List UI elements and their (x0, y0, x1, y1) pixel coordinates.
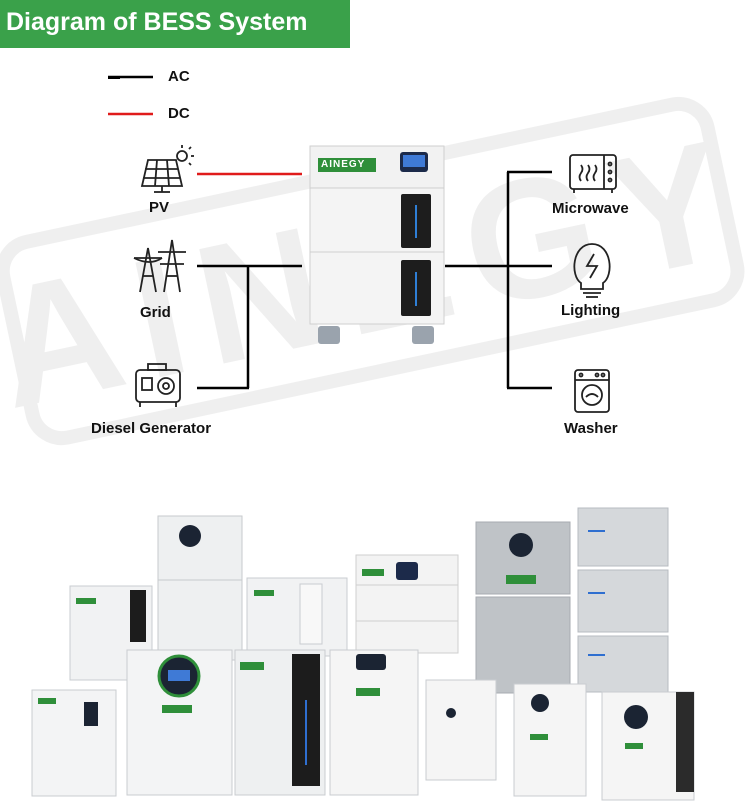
power-tower-icon (133, 239, 186, 293)
product-lineup-illustration (31, 507, 695, 801)
page-title: Diagram of BESS System (6, 8, 308, 36)
title-banner: Diagram of BESS System (0, 0, 350, 48)
generator-icon (135, 363, 181, 407)
load-label-lighting: Lighting (561, 302, 621, 319)
source-label-pv: PV (149, 199, 170, 216)
legend-ac-label: AC (168, 68, 190, 85)
microwave-icon (569, 154, 617, 193)
washer-icon (574, 369, 610, 413)
solar-panel-icon (140, 145, 194, 193)
load-label-microwave: Microwave (552, 200, 629, 217)
legend-dc-label: DC (168, 105, 190, 122)
light-bulb-icon (573, 243, 611, 298)
battery-brand-label: AINEGY (321, 159, 366, 170)
battery-stack-illustration (309, 145, 445, 344)
source-label-diesel-generator: Diesel Generator (91, 420, 212, 437)
source-label-grid: Grid (140, 304, 171, 321)
load-label-washer: Washer (564, 420, 618, 437)
